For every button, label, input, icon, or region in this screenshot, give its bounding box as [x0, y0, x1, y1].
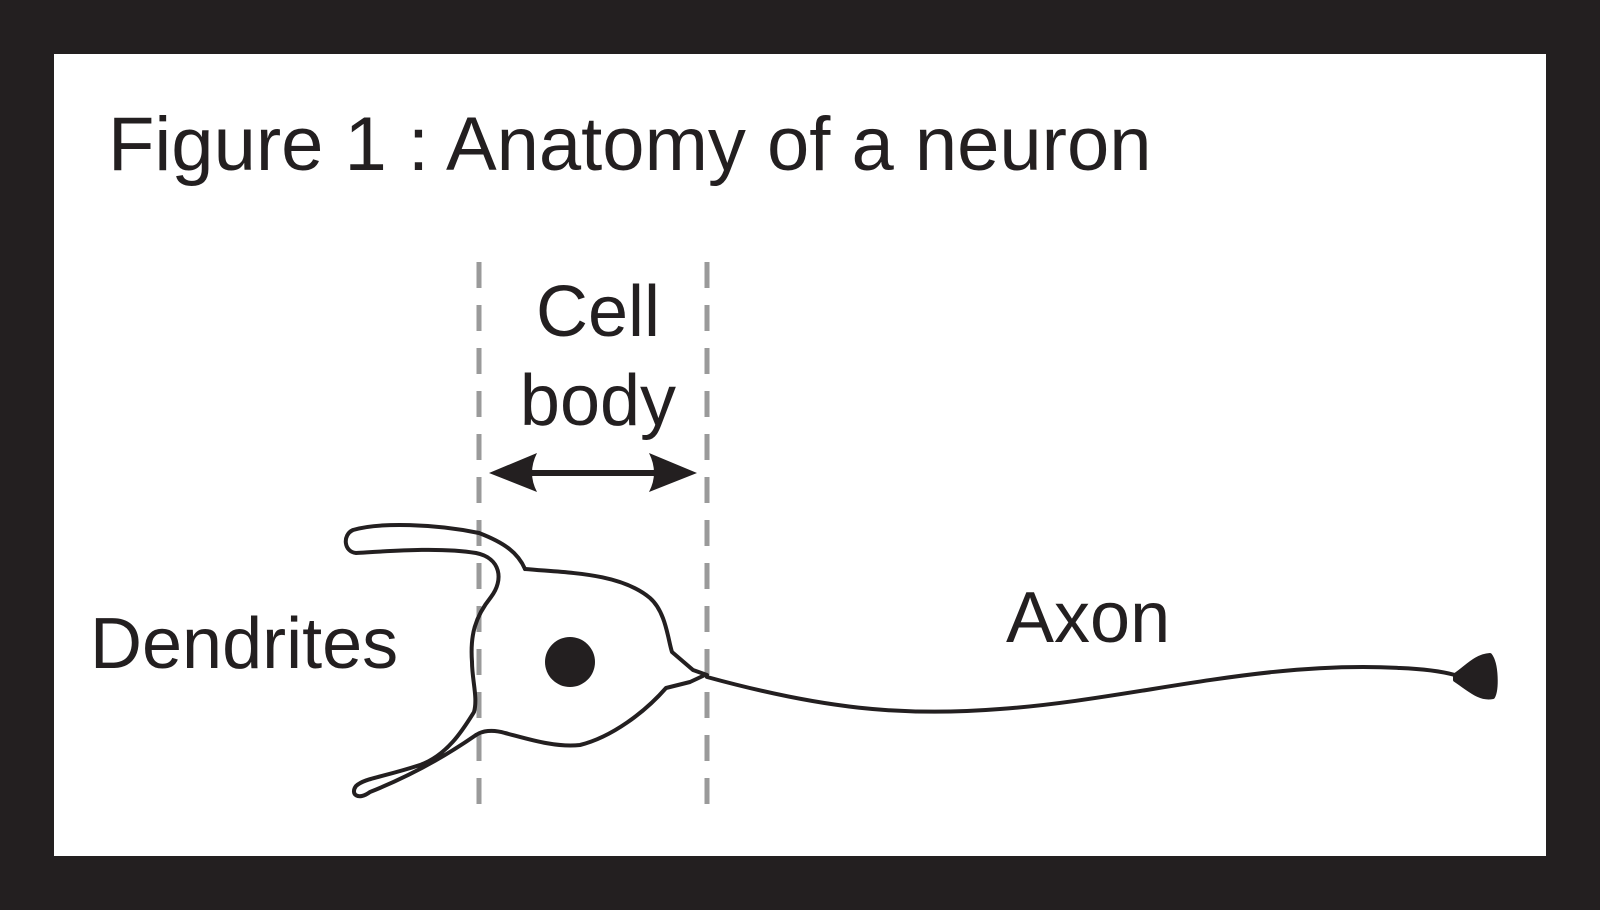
figure-panel	[54, 54, 1546, 856]
neuron-outline	[343, 522, 1498, 799]
nucleus	[545, 637, 595, 687]
double-arrow-icon	[489, 453, 697, 492]
axon-terminal	[1453, 653, 1498, 700]
figure-title: Figure 1 : Anatomy of a neuron	[108, 102, 1152, 187]
upper-dendrite-edge	[477, 531, 527, 571]
upper-dendrite	[343, 522, 501, 664]
cell-body-label-line2: body	[520, 361, 676, 441]
soma-top	[523, 567, 709, 677]
soma-bottom	[474, 673, 707, 748]
lower-dendrite	[351, 660, 478, 799]
axon	[705, 664, 1457, 714]
dendrites-label: Dendrites	[90, 604, 398, 684]
cell-body-label-line1: Cell	[536, 272, 660, 352]
axon-label: Axon	[1006, 578, 1170, 658]
